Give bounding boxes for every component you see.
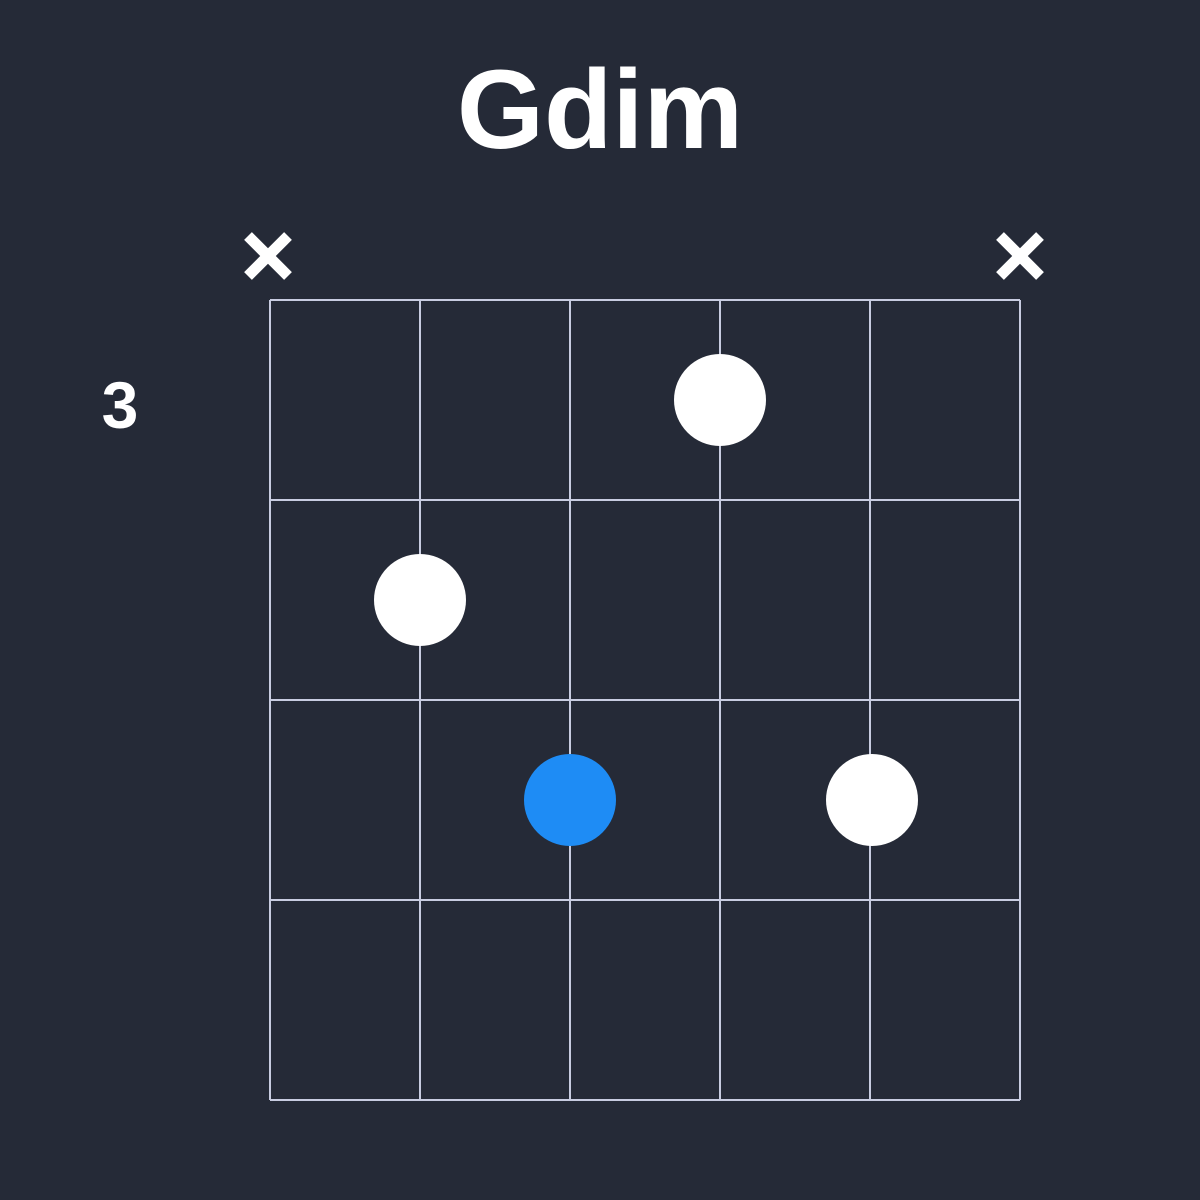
root-dot [524, 754, 616, 846]
fretboard-grid [269, 299, 1021, 1101]
finger-dot [374, 554, 466, 646]
muted-string-1-icon [244, 232, 292, 280]
start-fret-number: 3 [101, 368, 139, 442]
muted-string-6-icon [996, 232, 1044, 280]
finger-dot [674, 354, 766, 446]
finger-dot [826, 754, 918, 846]
chord-title: Gdim [456, 47, 744, 172]
